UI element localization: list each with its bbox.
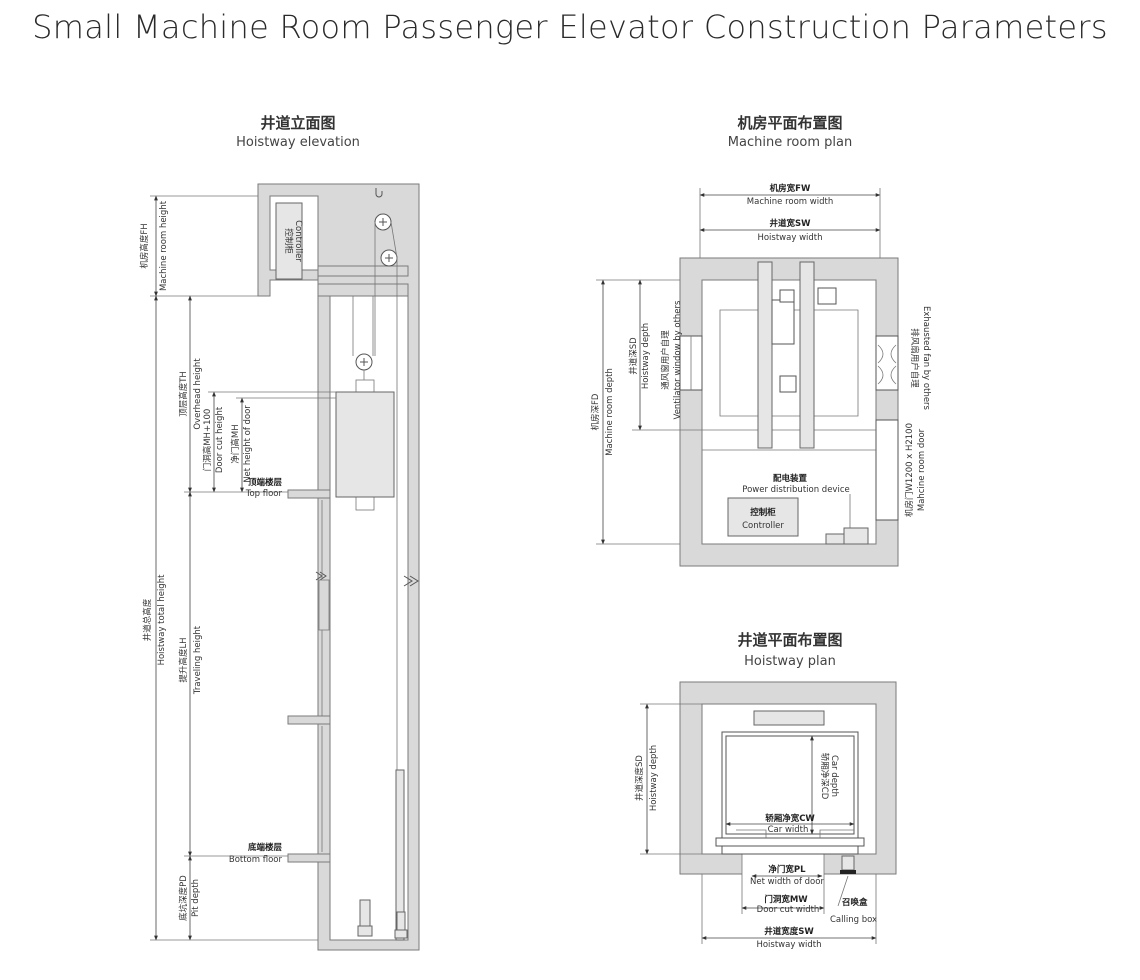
car-sill bbox=[715, 837, 865, 847]
elevation-title-en: Hoistway elevation bbox=[236, 135, 360, 150]
car-buffer-icon bbox=[359, 899, 371, 927]
controller-cabinet-plan bbox=[727, 497, 799, 537]
fh-label-en: Machine room height bbox=[159, 200, 169, 291]
calling-box-label-en: Calling box bbox=[830, 915, 877, 925]
counterweight bbox=[753, 710, 825, 726]
sd-label-en: Hoistway depth bbox=[641, 323, 651, 389]
hp-sd-label-zh: 井道深度SD bbox=[634, 755, 645, 801]
exhaust-fan-icon bbox=[875, 335, 899, 391]
bottom-floor-label-zh: 底端楼层 bbox=[248, 842, 283, 853]
lh-label-en: Traveling height bbox=[193, 625, 203, 695]
room-door-label-en: Mahcine room door bbox=[917, 428, 927, 511]
machine-room-walls bbox=[679, 257, 899, 567]
elevation-title-zh: 井道立面图 bbox=[260, 114, 335, 132]
ventilator-label-en: Ventilator window by others bbox=[673, 300, 683, 419]
controller-label-zh: 控制柜 bbox=[283, 228, 294, 254]
pd-label-en: Pit depth bbox=[191, 879, 201, 917]
sw-label-zh: 井道宽SW bbox=[770, 218, 812, 229]
hoist-rope bbox=[374, 221, 398, 940]
pd-label-zh: 底坑深度PD bbox=[178, 875, 189, 921]
hp-sd-label-en: Hoistway depth bbox=[649, 745, 659, 811]
hoistway-plan-title-zh: 井道平面布置图 bbox=[737, 631, 842, 649]
machine-room-wall bbox=[257, 183, 420, 951]
counterweight-rail bbox=[395, 769, 405, 941]
counterweight-buffer-icon bbox=[396, 911, 406, 931]
machine-room-title-en: Machine room plan bbox=[728, 135, 852, 150]
support-beam-left bbox=[757, 261, 773, 449]
controller-label-en: Controller bbox=[293, 220, 303, 262]
cd-label-en: Car depth bbox=[829, 755, 839, 797]
mh-label-en: Net height of door bbox=[243, 405, 253, 483]
fan-label-en: Exhausted fan by others bbox=[921, 306, 931, 411]
pl-label-zh: 净门宽PL bbox=[768, 864, 806, 875]
power-device-label-en: Power distribution device bbox=[742, 485, 849, 495]
mh-label-zh: 净门高MH bbox=[230, 424, 241, 463]
sd-label-zh: 井道深SD bbox=[628, 337, 639, 375]
sw-label-en: Hoistway width bbox=[757, 233, 822, 243]
hoistway-elevation-diagram: 井道立面图 Hoistway elevation 控制柜 Controller bbox=[139, 114, 420, 951]
top-floor-label-en: Top floor bbox=[245, 489, 283, 499]
controller-cabinet bbox=[275, 202, 303, 280]
mw-label-en: Door cut width bbox=[757, 905, 820, 915]
power-distribution-box bbox=[843, 527, 869, 545]
top-floor-label-zh: 顶端楼层 bbox=[248, 477, 283, 488]
lh-label-zh: 提升高度LH bbox=[178, 637, 189, 682]
fan-label-zh: 排风扇用户自理 bbox=[909, 328, 920, 388]
hoistway-plan-title-en: Hoistway plan bbox=[744, 654, 836, 669]
total-height-label-en: Hoistway total height bbox=[157, 574, 167, 666]
fd-label-zh: 机房深FD bbox=[590, 393, 601, 430]
machine-room-door bbox=[875, 419, 899, 521]
hook-icon bbox=[375, 188, 383, 198]
middle-landing-sill bbox=[287, 715, 331, 725]
pl-label-en: Net width of door bbox=[750, 877, 824, 887]
th-label-en: Overhead height bbox=[193, 358, 203, 430]
cw-label-en: Car width bbox=[768, 825, 809, 835]
fw-label-en: Machine room width bbox=[747, 197, 833, 207]
ventilator-label-zh: 通风窗用户自理 bbox=[660, 330, 671, 390]
hp-sw-label-zh: 井道宽度SW bbox=[764, 926, 814, 937]
bottom-floor-landing-sill bbox=[287, 853, 331, 863]
power-device-label-zh: 配电装置 bbox=[773, 473, 808, 484]
total-height-label-zh: 井道总高度 bbox=[142, 598, 153, 641]
traction-machine bbox=[771, 299, 795, 345]
cd-label-zh: 轿厢净深CD bbox=[819, 753, 830, 800]
hp-sw-label-en: Hoistway width bbox=[756, 940, 821, 950]
machine-room-floor-slab bbox=[317, 265, 409, 277]
controller-plan-label-zh: 控制柜 bbox=[750, 507, 776, 518]
th-label-zh: 顶层高度TH bbox=[178, 371, 189, 417]
hoistway-top-slab bbox=[317, 283, 409, 297]
landing-sill bbox=[721, 845, 859, 855]
fw-label-zh: 机房宽FW bbox=[770, 183, 811, 194]
break-mark bbox=[403, 575, 419, 587]
fh-label-zh: 机房高度FH bbox=[139, 223, 150, 268]
machine-room-title-zh: 机房平面布置图 bbox=[737, 114, 842, 132]
bottom-floor-label-en: Bottom floor bbox=[229, 855, 283, 865]
page-title: Small Machine Room Passenger Elevator Co… bbox=[32, 8, 1108, 46]
hoistway-walls bbox=[679, 681, 897, 875]
fd-label-en: Machine room depth bbox=[605, 368, 615, 456]
elevator-car bbox=[335, 391, 395, 498]
support-beam-right bbox=[799, 261, 815, 449]
cw-label-zh: 轿厢净宽CW bbox=[765, 813, 815, 824]
hoistway-plan-diagram: 井道平面布置图 Hoistway plan 井道深度SD Hoistway de… bbox=[634, 631, 897, 950]
mw-label-zh: 门洞宽MW bbox=[764, 894, 808, 905]
machine-room-plan-diagram: 机房平面布置图 Machine room plan 机房宽FW Machine … bbox=[590, 114, 931, 567]
calling-box-label-zh: 召唤盒 bbox=[842, 897, 868, 908]
door-cut-label-en: Door cut height bbox=[215, 406, 225, 473]
calling-box-icon bbox=[841, 855, 855, 871]
door-cut-label-zh: 门洞高MH+100 bbox=[202, 409, 213, 472]
controller-plan-label-en: Controller bbox=[742, 521, 784, 531]
room-door-label-zh: 机房门W1200 x H2100 bbox=[904, 423, 915, 517]
top-floor-landing-sill bbox=[287, 489, 331, 499]
